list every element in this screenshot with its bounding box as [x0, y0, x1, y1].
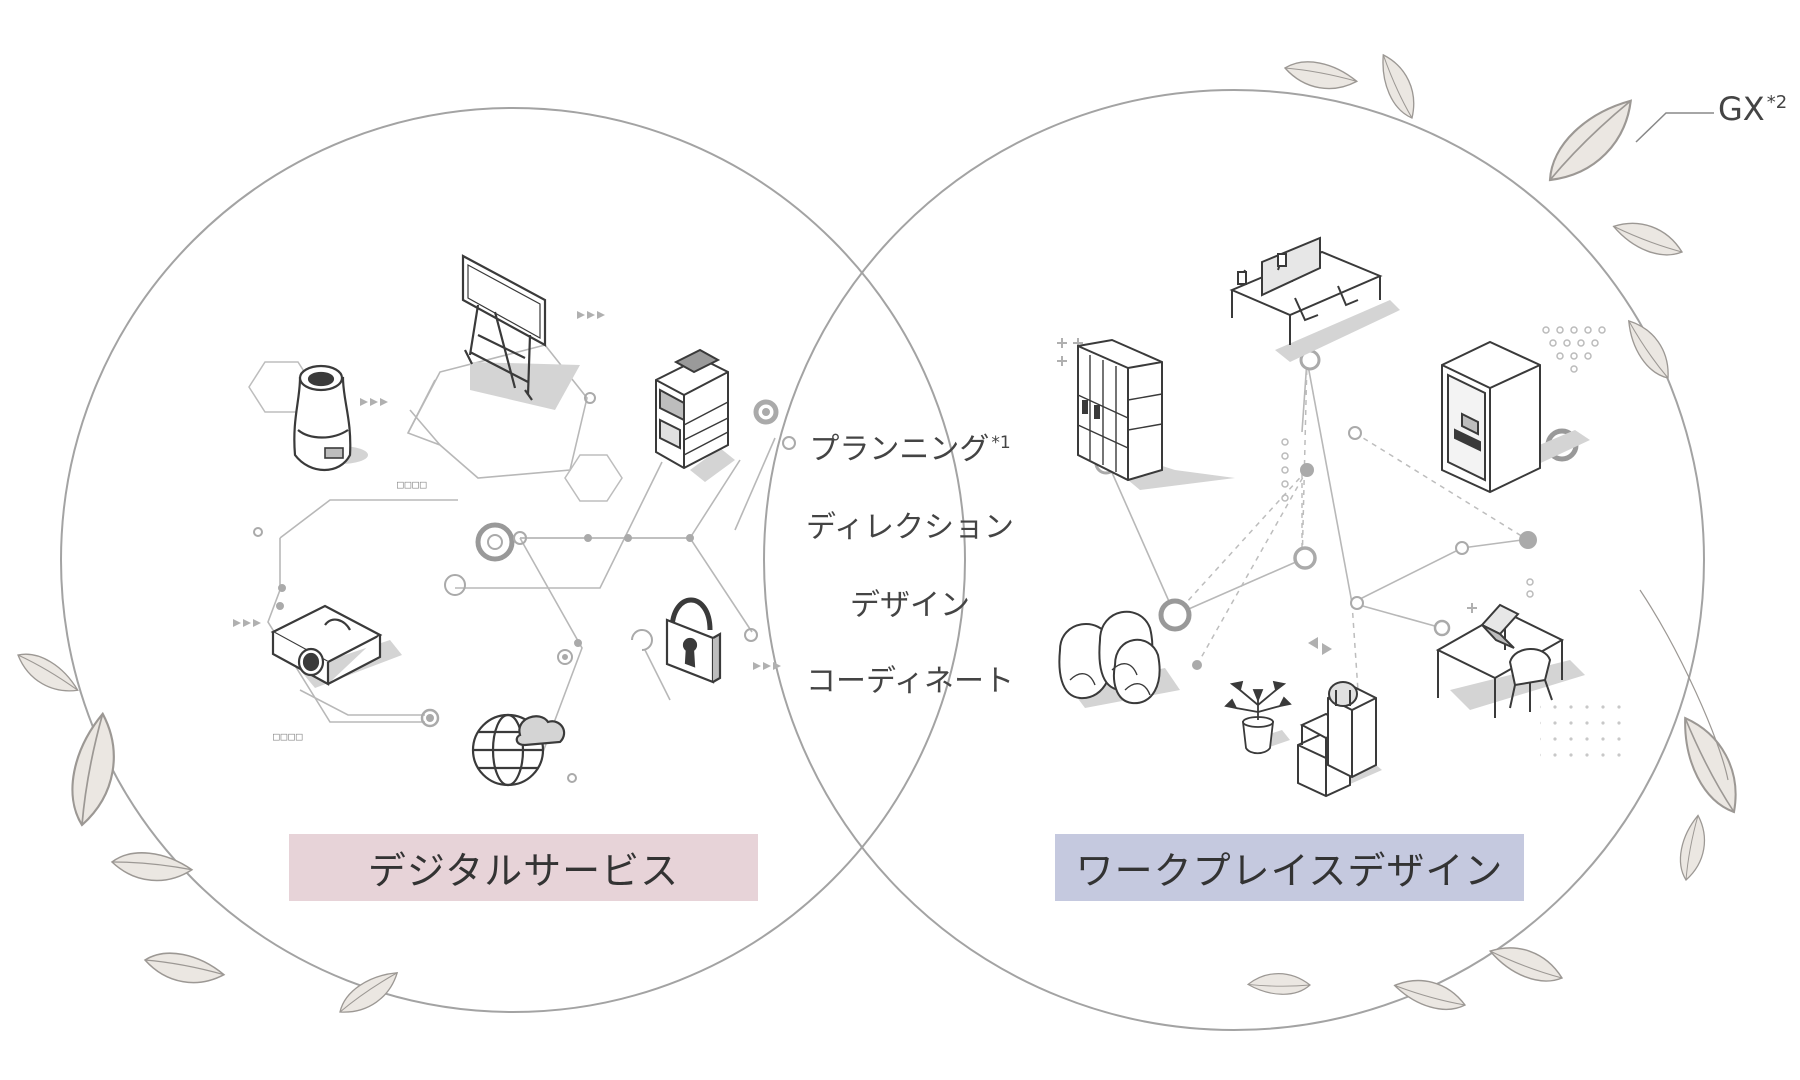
center-item-planning-text: プランニング — [809, 432, 990, 467]
dot-triangle-cluster — [1542, 326, 1606, 373]
projector-icon — [270, 604, 402, 688]
digital-services-label: デジタルサービス — [367, 849, 680, 893]
right-circle — [763, 89, 1705, 1031]
desk-laptop-icon — [1435, 603, 1585, 718]
dot-grid — [1540, 705, 1630, 765]
gx-label: GX*2 — [1718, 90, 1787, 128]
right-network-lines — [1109, 359, 1523, 629]
whiteboard-icon — [461, 254, 580, 410]
right-network-nodes — [1094, 349, 1579, 730]
left-circle — [60, 107, 966, 1013]
workplace-design-label: ワークプレイスデザイン — [1075, 849, 1504, 893]
tag-left-upper: □□□□ — [397, 478, 428, 491]
beanbag-icon — [1058, 610, 1180, 708]
globe-cloud-icon — [471, 713, 566, 787]
tag-left-lower: □□□□ — [273, 730, 304, 743]
padlock-icon — [665, 597, 722, 684]
speaker-icon — [293, 364, 368, 471]
gx-leader-line — [1635, 112, 1714, 143]
left-network-nodes — [253, 392, 796, 783]
gx-label-text: GX — [1718, 90, 1765, 128]
center-item-design: デザイン — [850, 588, 970, 623]
water-cooler-icon — [1297, 681, 1382, 798]
center-item-direction: ディレクション — [806, 510, 1014, 545]
phone-booth-icon — [1441, 340, 1590, 494]
plus-markers — [1057, 338, 1477, 613]
gx-label-note: *2 — [1766, 92, 1788, 114]
play-markers — [1308, 637, 1332, 655]
workstation-desks-icon — [1229, 236, 1400, 362]
dot-column — [1281, 438, 1534, 598]
potted-plant-icon — [1224, 680, 1292, 755]
digital-services-label-bg — [289, 834, 758, 901]
center-item-coordinate: コーディネート — [806, 664, 1014, 699]
center-item-planning: プランニング*1 — [780, 424, 1040, 468]
leaf-vine — [12, 49, 1746, 1022]
locker-icon — [1077, 338, 1235, 490]
workplace-design-label-bg — [1055, 834, 1524, 901]
center-item-planning-note: *1 — [991, 433, 1011, 453]
arrow-markers — [233, 311, 781, 670]
copier-icon — [655, 348, 735, 482]
